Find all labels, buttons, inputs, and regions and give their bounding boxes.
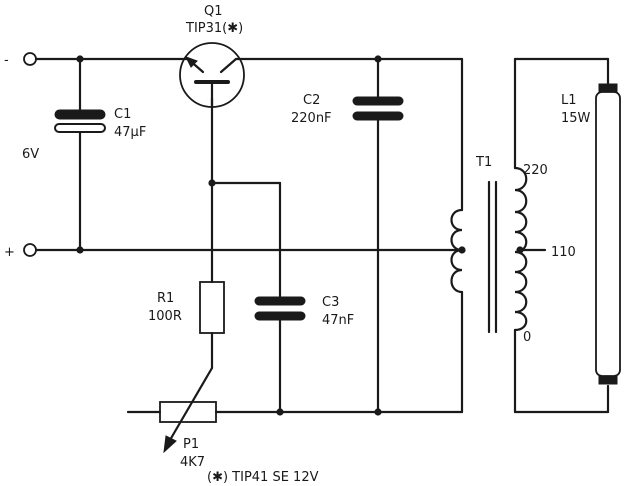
c1-value: 47µF (114, 125, 146, 140)
fluorescent-lamp-l1 (595, 83, 621, 385)
p1-value: 4K7 (180, 455, 205, 470)
negative-terminal (23, 52, 37, 66)
l1-ref: L1 (561, 93, 577, 108)
positive-terminal-label: + (4, 245, 15, 260)
junction-dots (76, 55, 524, 416)
potentiometer-p1 (159, 366, 217, 454)
supply-voltage-label: 6V (22, 147, 39, 162)
l1-value: 15W (561, 111, 591, 126)
capacitor-c3 (254, 296, 306, 321)
resistor-r1 (199, 281, 225, 334)
t1-tap-220: 220 (523, 163, 548, 178)
transformer-t1 (450, 166, 528, 334)
wires (34, 57, 610, 414)
c3-value: 47nF (322, 313, 354, 328)
t1-tap-0: 0 (523, 330, 531, 345)
positive-terminal (23, 243, 37, 257)
c2-ref: C2 (303, 93, 320, 108)
c3-ref: C3 (322, 295, 339, 310)
t1-tap-110: 110 (551, 245, 576, 260)
q1-ref: Q1 (204, 4, 223, 19)
p1-ref: P1 (183, 437, 199, 452)
r1-ref: R1 (157, 291, 174, 306)
footnote: (✱) TIP41 SE 12V (207, 470, 319, 485)
transistor-q1 (179, 42, 245, 109)
c2-value: 220nF (291, 111, 332, 126)
r1-value: 100R (148, 309, 182, 324)
capacitor-c2 (352, 96, 404, 121)
c1-ref: C1 (114, 107, 131, 122)
capacitor-c1 (54, 109, 106, 133)
negative-terminal-label: - (4, 53, 9, 68)
t1-ref: T1 (475, 155, 492, 170)
q1-part: TIP31(✱) (185, 21, 243, 36)
